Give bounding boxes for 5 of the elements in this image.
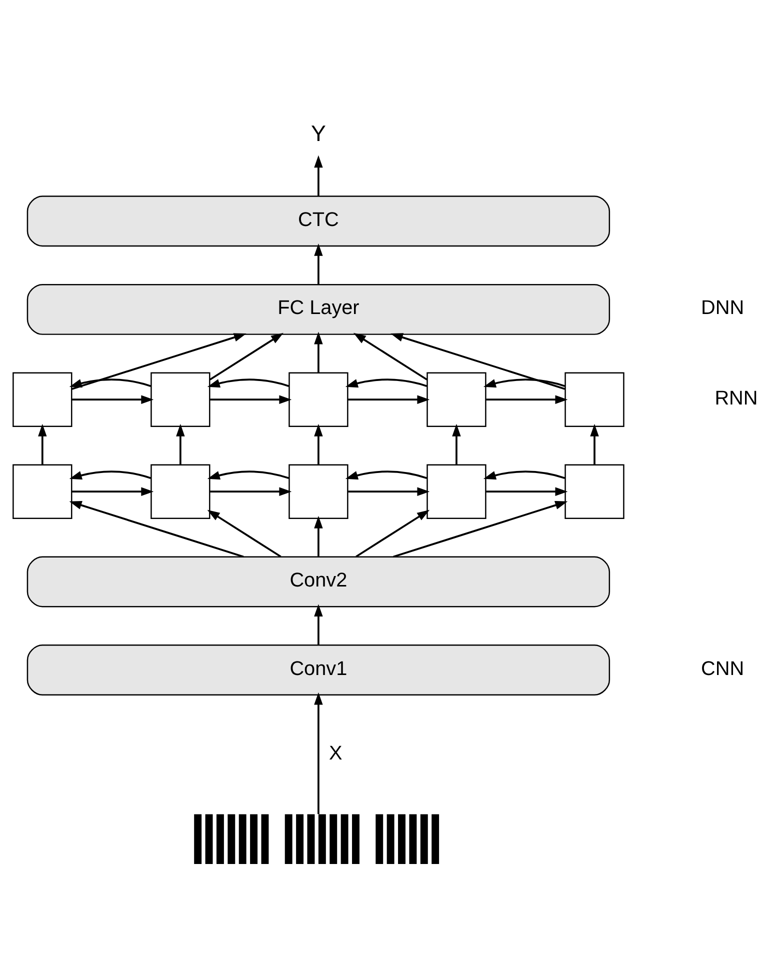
label: DNN [701, 296, 744, 319]
node-text: Y [310, 120, 326, 146]
label: CNN [701, 657, 744, 680]
label: RNN [714, 386, 758, 409]
edge-label: X [329, 742, 342, 764]
